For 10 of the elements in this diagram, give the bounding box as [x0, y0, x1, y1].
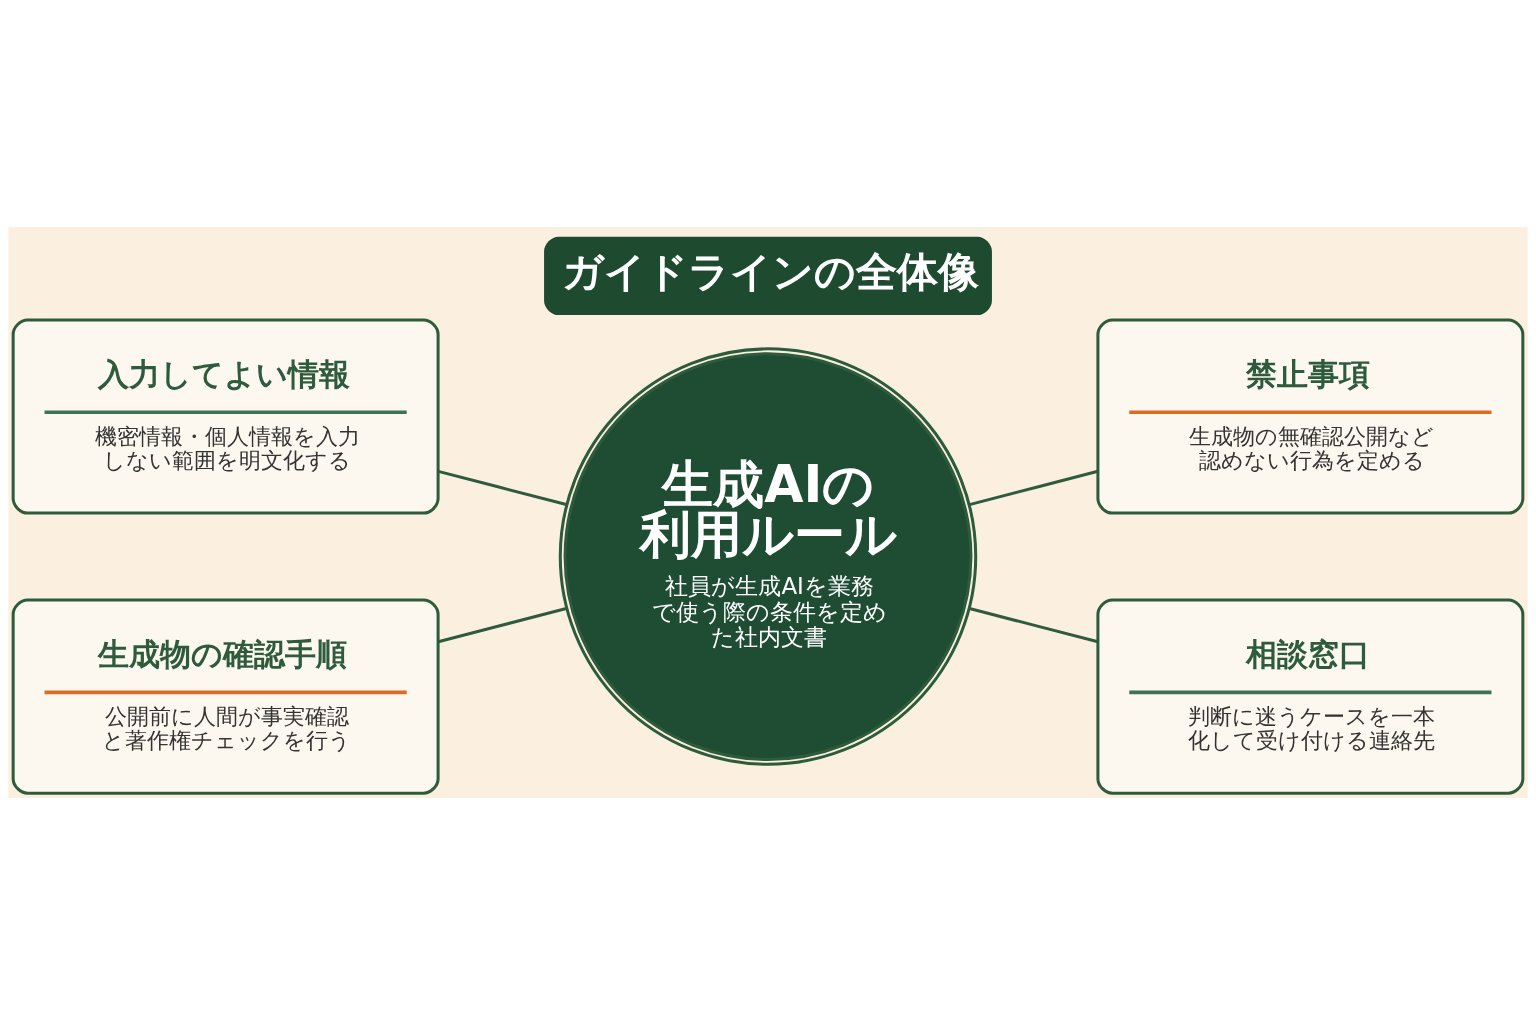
- node-box: 入力してよい情報 機密情報・個人情報を入力しない範囲を明文化する: [11, 317, 440, 515]
- connector: [437, 469, 567, 506]
- node-circle: 生成AIの利用ルール 社員が生成AIを業務で使う際の条件を定めた社内文書: [558, 346, 978, 766]
- diagram-title: ガイドラインの全体像: [561, 247, 979, 296]
- node-box: 相談窓口 判断に迷うケースを一本化して受け付ける連絡先: [1096, 598, 1525, 795]
- node-box: 生成物の確認手順 公開前に人間が事実確認と著作権チェックを行う: [11, 598, 440, 795]
- connector: [969, 606, 1099, 643]
- node-box: 禁止事項 生成物の無確認公開など認めない行為を定める: [1096, 317, 1525, 515]
- connector: [437, 606, 567, 643]
- connector: [969, 469, 1099, 506]
